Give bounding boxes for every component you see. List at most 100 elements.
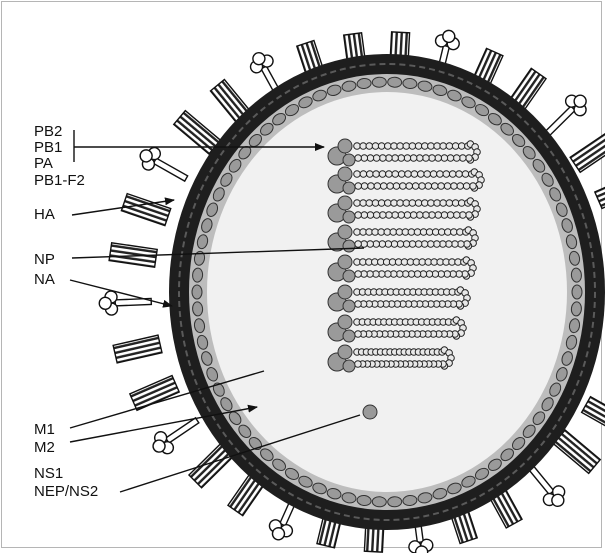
- np-bead: [379, 171, 386, 178]
- np-bead: [441, 212, 448, 219]
- np-bead: [355, 183, 362, 190]
- na-stalk: [545, 106, 575, 136]
- np-bead: [392, 155, 399, 162]
- np-bead: [449, 171, 456, 178]
- ha-rod: [570, 132, 605, 173]
- np-bead: [415, 200, 422, 207]
- surface-spike: [121, 194, 170, 226]
- np-bead: [355, 155, 362, 162]
- polymerase-subunit: [338, 255, 352, 269]
- np-bead: [444, 183, 451, 190]
- np-bead: [378, 200, 385, 207]
- polymerase-subunit: [343, 360, 355, 372]
- np-bead: [355, 361, 362, 368]
- np-bead: [440, 143, 447, 150]
- np-bead: [466, 212, 473, 219]
- np-bead: [380, 212, 387, 219]
- ha-rod: [595, 174, 605, 209]
- np-bead: [453, 212, 460, 219]
- label-m2: M2: [34, 439, 55, 456]
- m1-bead: [388, 497, 402, 508]
- np-bead: [373, 155, 380, 162]
- np-bead: [355, 271, 362, 278]
- np-bead: [354, 143, 361, 150]
- m1-bead: [388, 77, 402, 88]
- polymerase-subunit: [343, 154, 355, 166]
- polymerase-subunit: [343, 300, 355, 312]
- ha-rod: [553, 430, 600, 473]
- np-bead: [361, 155, 368, 162]
- np-bead: [360, 171, 367, 178]
- label-ns1: NS1: [34, 465, 63, 482]
- np-bead: [451, 183, 458, 190]
- np-bead: [411, 171, 418, 178]
- np-bead: [355, 212, 362, 219]
- label-pb2: PB2: [34, 123, 62, 140]
- np-bead: [435, 155, 442, 162]
- np-bead: [385, 200, 392, 207]
- label-pa: PA: [34, 155, 53, 172]
- np-bead: [387, 183, 394, 190]
- np-bead: [458, 200, 465, 207]
- np-bead: [355, 331, 362, 338]
- np-bead: [409, 143, 416, 150]
- np-bead: [397, 143, 404, 150]
- np-bead: [446, 143, 453, 150]
- np-bead: [367, 171, 374, 178]
- polymerase-subunit: [338, 139, 352, 153]
- label-m1: M1: [34, 421, 55, 438]
- np-bead: [428, 200, 435, 207]
- np-bead: [366, 200, 373, 207]
- label-na: NA: [34, 271, 55, 288]
- np-bead: [443, 171, 450, 178]
- na-stalk: [153, 158, 187, 181]
- label-pb1-f2: PB1-F2: [34, 172, 85, 189]
- np-bead: [354, 200, 361, 207]
- np-bead: [412, 183, 419, 190]
- surface-spike: [130, 376, 179, 411]
- m1-bead: [372, 497, 386, 508]
- np-bead: [423, 212, 430, 219]
- m1-bead: [192, 285, 202, 299]
- label-np: NP: [34, 251, 55, 268]
- m1-bead: [372, 77, 386, 88]
- ha-rod: [113, 335, 162, 363]
- np-bead: [410, 212, 417, 219]
- np-bead: [386, 171, 393, 178]
- np-bead: [418, 171, 425, 178]
- label-pb1: PB1: [34, 139, 62, 156]
- np-bead: [470, 183, 477, 190]
- np-bead: [430, 171, 437, 178]
- np-bead: [415, 143, 422, 150]
- np-bead: [410, 155, 417, 162]
- ns-protein: [363, 405, 377, 419]
- polymerase-subunit: [338, 196, 352, 210]
- surface-spike: [595, 174, 605, 209]
- np-bead: [462, 171, 469, 178]
- np-bead: [398, 171, 405, 178]
- polymerase-subunit: [343, 240, 355, 252]
- np-bead: [457, 183, 464, 190]
- surface-spike: [570, 132, 605, 173]
- label-nep-ns2: NEP/NS2: [34, 483, 98, 500]
- polymerase-subunit: [338, 285, 352, 299]
- np-bead: [438, 183, 445, 190]
- np-bead: [392, 212, 399, 219]
- np-bead: [441, 155, 448, 162]
- surface-spike: [582, 397, 605, 435]
- labels: PB2 PB1 PA PB1-F2 HA NP NA M1 M2 NS1 NEP…: [34, 123, 98, 500]
- polymerase-subunit: [343, 270, 355, 282]
- np-bead: [392, 171, 399, 178]
- np-bead: [437, 171, 444, 178]
- polymerase-subunit: [338, 315, 352, 329]
- np-bead: [458, 143, 465, 150]
- np-bead: [409, 200, 416, 207]
- np-bead: [404, 212, 411, 219]
- np-bead: [440, 200, 447, 207]
- np-bead: [380, 155, 387, 162]
- np-bead: [431, 183, 438, 190]
- np-bead: [355, 301, 362, 308]
- np-bead: [366, 143, 373, 150]
- ha-rod: [582, 397, 605, 435]
